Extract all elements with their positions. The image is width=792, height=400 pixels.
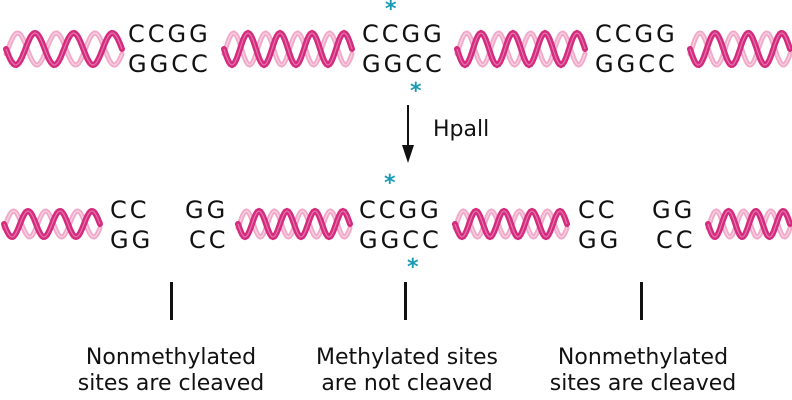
helix-front-strand	[3, 29, 125, 69]
caption-site-1: Nonmethylated sites are cleaved	[56, 345, 286, 397]
enzyme-label: Hpall	[433, 117, 490, 142]
dna-helix-icon	[687, 29, 792, 69]
site-2-top-strand: CCGG	[362, 20, 445, 48]
helix-highlight	[689, 32, 791, 66]
helix-highlight	[707, 210, 791, 238]
helix-front-strand	[454, 29, 588, 69]
down-arrow-icon	[402, 105, 414, 163]
helix-front-strand	[705, 207, 792, 241]
cut-site-3-right-bottom: CC	[656, 226, 696, 254]
pointer-line-2	[404, 282, 407, 320]
helix-highlight	[454, 210, 568, 238]
helix-highlight	[456, 32, 586, 66]
caption-line-2: sites are cleaved	[77, 371, 265, 396]
dna-helix-icon	[705, 207, 792, 241]
methyl-mark-bottom: *	[410, 79, 422, 104]
helix-highlight	[223, 32, 353, 66]
pointer-line-1	[170, 282, 173, 320]
caption-line-1: Methylated sites	[315, 345, 498, 370]
site-3-bottom-strand: GGCC	[595, 50, 678, 78]
methyl-mark-bottom: *	[407, 255, 419, 280]
dna-helix-icon	[452, 207, 570, 241]
site-2-bottom-strand: GGCC	[362, 50, 445, 78]
cut-site-3-left-top: CC	[578, 196, 618, 224]
site-2-top-strand: CCGG	[359, 196, 442, 224]
site-1-bottom-strand: GGCC	[128, 50, 211, 78]
cut-site-1-left-bottom: GG	[110, 226, 154, 254]
helix-highlight	[237, 210, 351, 238]
site-1-top-strand: CCGG	[128, 20, 211, 48]
dna-helix-icon	[454, 29, 588, 69]
caption-line-1: Nonmethylated	[85, 345, 257, 370]
cut-site-3-left-bottom: GG	[578, 226, 622, 254]
helix-front-strand	[687, 29, 792, 69]
dna-helix-icon	[1, 207, 103, 241]
caption-line-1: Nonmethylated	[557, 345, 729, 370]
site-2-bottom-strand: GGCC	[359, 226, 442, 254]
caption-line-2: are not cleaved	[321, 371, 493, 396]
cut-site-1-left-top: CC	[110, 196, 150, 224]
helix-front-strand	[452, 207, 570, 241]
caption-site-3: Nonmethylated sites are cleaved	[528, 345, 758, 397]
methyl-mark-top: *	[384, 171, 396, 196]
cut-site-1-right-top: GG	[185, 196, 229, 224]
helix-highlight	[5, 32, 123, 66]
cut-site-1-right-bottom: CC	[189, 226, 229, 254]
dna-helix-icon	[235, 207, 353, 241]
pointer-line-3	[640, 282, 643, 320]
helix-front-strand	[221, 29, 355, 69]
cut-site-3-right-top: GG	[652, 196, 696, 224]
site-3-top-strand: CCGG	[595, 20, 678, 48]
dna-helix-icon	[3, 29, 125, 69]
helix-front-strand	[235, 207, 353, 241]
dna-helix-icon	[221, 29, 355, 69]
caption-line-2: sites are cleaved	[549, 371, 737, 396]
caption-site-2: Methylated sites are not cleaved	[292, 345, 522, 397]
helix-highlight	[3, 210, 101, 238]
helix-front-strand	[1, 207, 103, 241]
methyl-mark-top: *	[385, 0, 397, 22]
